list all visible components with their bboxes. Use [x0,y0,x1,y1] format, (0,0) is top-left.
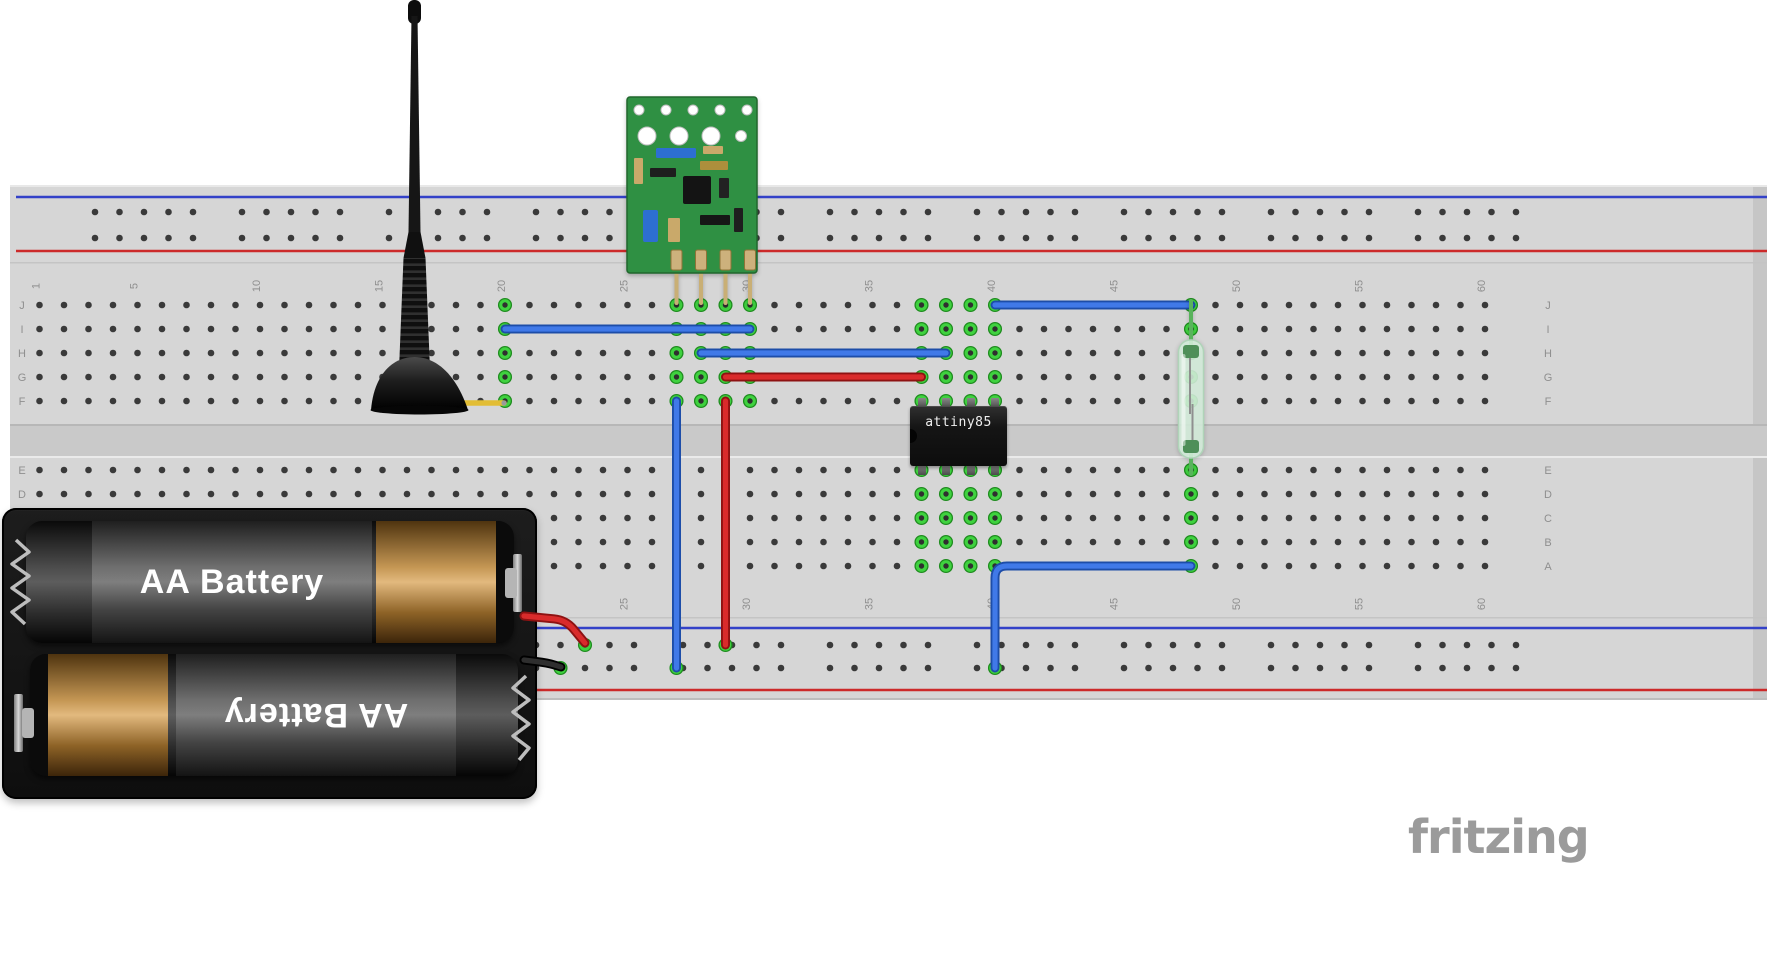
svg-text:H: H [1544,348,1552,360]
svg-text:J: J [19,300,25,312]
reed-cap-bottom [1183,440,1199,453]
svg-text:A: A [1544,561,1552,573]
svg-text:60: 60 [1476,280,1488,292]
svg-text:55: 55 [1354,598,1366,610]
svg-text:D: D [1544,489,1552,501]
svg-text:25: 25 [619,280,631,292]
battery-copper-section [48,654,168,776]
module-pads [670,249,756,271]
svg-text:B: B [1544,537,1551,549]
svg-text:60: 60 [1476,598,1488,610]
chip-label: attiny85 [925,415,992,430]
svg-text:G: G [18,372,27,384]
battery-top-label: AA Battery [139,562,325,601]
chip-pin [917,465,926,475]
spring-right-bottom [511,674,531,762]
chip-pin [991,465,999,475]
svg-text:H: H [18,348,26,360]
battery-end-cap [30,654,48,776]
battery-label-band [92,521,372,643]
battery-label-band [176,654,456,776]
svg-text:E: E [18,465,25,477]
svg-text:55: 55 [1354,280,1366,292]
battery-aa-bottom[interactable] [30,654,518,776]
fritzing-watermark: fritzing [1408,810,1590,864]
antenna-coil [398,258,431,382]
antenna[interactable] [355,0,515,425]
battery-copper-section [376,521,496,643]
module-holes [633,104,753,146]
svg-text:G: G [1544,372,1553,384]
antenna-base [371,357,468,410]
svg-text:F: F [1545,396,1552,408]
battery-contacts [10,538,531,762]
jumper-wires [500,300,1196,673]
svg-text:D: D [18,489,26,501]
svg-text:10: 10 [251,280,263,292]
chip-notch [910,429,917,443]
antenna-whip-tip [408,0,421,24]
battery-top-nub [505,568,517,598]
svg-text:35: 35 [864,598,876,610]
battery-holder[interactable]: AA Battery AA Battery [2,508,537,799]
antenna-lead-tip [501,400,507,406]
chip-pin [966,465,975,475]
svg-text:25: 25 [619,598,631,610]
jumper-blue-rail-a40-a48[interactable] [990,561,1196,673]
svg-text:I: I [1546,324,1549,336]
svg-text:50: 50 [1231,280,1243,292]
chip-pin [942,398,950,408]
svg-text:J: J [1545,300,1551,312]
svg-text:20: 20 [496,280,508,292]
svg-text:E: E [1544,465,1551,477]
antenna-taper [403,232,426,258]
svg-text:F: F [19,396,26,408]
reed-glass-shine [1181,354,1186,446]
chip-pin [917,398,926,408]
contact-left-bottom [14,694,23,752]
antenna-base-foot [370,405,469,415]
reed-cap-top [1183,345,1199,358]
svg-text:1: 1 [31,283,43,289]
svg-text:50: 50 [1231,598,1243,610]
svg-text:45: 45 [1109,280,1121,292]
svg-text:40: 40 [986,280,998,292]
spring-left-top [10,538,31,626]
chip-body: attiny85 [910,406,1007,466]
svg-text:35: 35 [864,280,876,292]
svg-text:C: C [1544,513,1552,525]
reed-switch[interactable] [1168,293,1216,483]
battery-aa-top[interactable] [26,521,514,643]
rf-transmitter-module[interactable] [620,92,766,310]
chip-pin [966,398,975,408]
svg-text:30: 30 [741,598,753,610]
svg-text:15: 15 [374,280,386,292]
chip-pin [942,465,950,475]
antenna-whip [408,16,421,232]
battery-bottom-nub [22,708,34,738]
svg-text:45: 45 [1109,598,1121,610]
svg-text:5: 5 [129,283,141,289]
svg-text:I: I [20,324,23,336]
chip-pin [991,398,999,408]
module-components [634,146,743,242]
attiny85-chip[interactable]: attiny85 [910,396,1007,476]
